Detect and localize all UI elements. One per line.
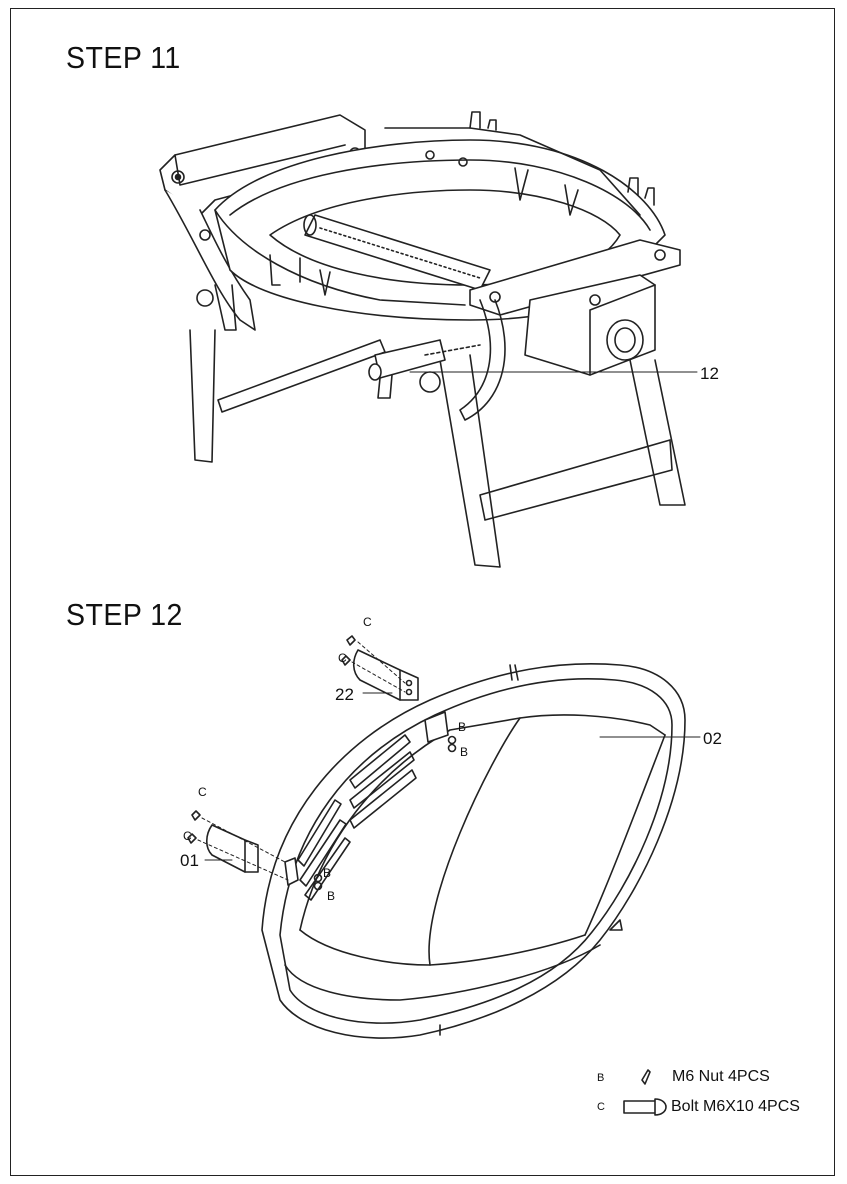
lid-part-02 xyxy=(261,663,686,1039)
step-12-title: STEP 12 xyxy=(66,597,183,632)
parts-code-c: C xyxy=(597,1101,605,1113)
callout-bolt-c: C xyxy=(338,651,347,665)
callout-bolt-c: C xyxy=(183,829,192,843)
bracket-part-01 xyxy=(205,824,259,873)
callout-nut-b: B xyxy=(458,720,467,734)
callout-nut-b: B xyxy=(323,866,332,880)
parts-description-c: Bolt M6X10 4PCS xyxy=(671,1098,800,1115)
callout-part-12: 12 xyxy=(700,364,719,383)
parts-code-b: B xyxy=(597,1072,605,1084)
step-11-title: STEP 11 xyxy=(66,40,181,75)
callout-part-01: 01 xyxy=(180,851,199,870)
parts-description-b: M6 Nut 4PCS xyxy=(672,1068,770,1085)
callout-nut-b: B xyxy=(460,745,469,759)
nut-icon xyxy=(641,1069,651,1085)
bolt-icon xyxy=(623,1098,667,1116)
callout-nut-b: B xyxy=(327,889,336,903)
callout-part-02: 02 xyxy=(703,729,722,748)
bracket-part-22 xyxy=(352,649,419,701)
callout-bolt-c: C xyxy=(363,615,372,629)
callout-bolt-c: C xyxy=(198,785,207,799)
page-border xyxy=(10,8,835,1176)
callout-part-22: 22 xyxy=(335,685,354,704)
